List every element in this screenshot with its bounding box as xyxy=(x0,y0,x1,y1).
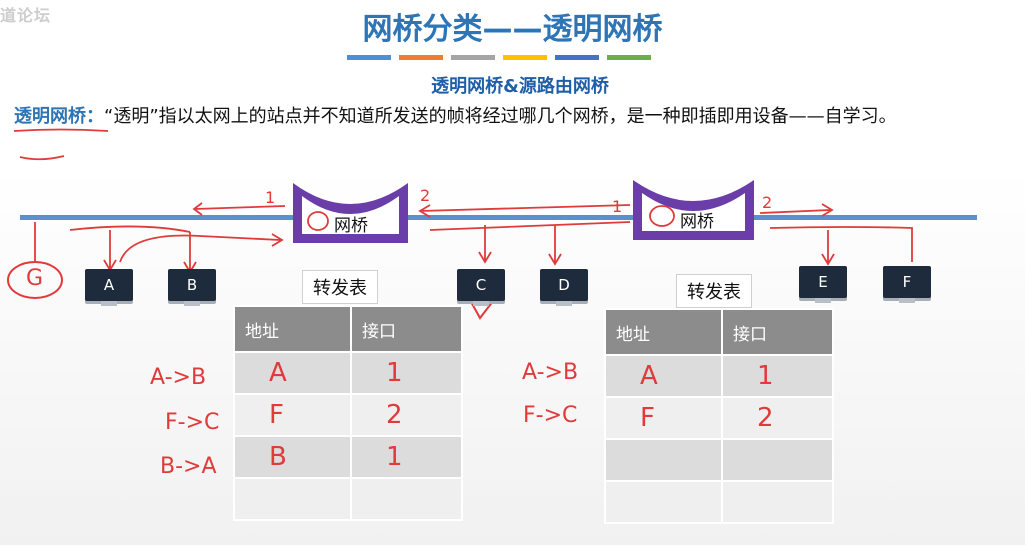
side-note: A->B xyxy=(150,365,207,390)
address-cell: B xyxy=(233,435,352,479)
arrow-mark xyxy=(69,225,191,233)
arrow-mark xyxy=(821,230,835,266)
address-cell: F xyxy=(604,396,723,440)
slide-background xyxy=(0,170,1025,545)
arrow-mark xyxy=(183,232,197,274)
arrow-mark xyxy=(418,204,631,218)
address-cell xyxy=(233,477,352,521)
bridge-2-inner xyxy=(642,193,745,231)
side-note: F->C xyxy=(165,410,220,435)
definition-term: 透明网桥： xyxy=(14,106,104,127)
host-f: F xyxy=(883,266,931,303)
port-cell: 1 xyxy=(350,351,463,395)
underline-mark xyxy=(13,128,109,132)
slide-title: 网桥分类——透明网桥 xyxy=(362,12,663,47)
port-circle xyxy=(307,211,329,231)
address-cell xyxy=(604,438,723,482)
port-cell: 1 xyxy=(350,435,463,479)
bridge-1-label: 网桥 xyxy=(334,216,368,236)
port-cell xyxy=(721,438,834,482)
column-header: 接口 xyxy=(350,305,463,353)
address-cell: A xyxy=(233,351,352,395)
watermark: 道论坛 xyxy=(0,6,52,25)
table-1-caption: 转发表 xyxy=(302,270,378,304)
port-cell: 1 xyxy=(721,354,834,398)
column-header: 地址 xyxy=(604,308,723,356)
side-note: B->A xyxy=(160,454,217,479)
side-note: F->C xyxy=(523,403,578,428)
definition-paragraph: 透明网桥：“透明”指以太网上的站点并不知道所发送的帧将经过哪几个网桥，是一种即插… xyxy=(14,104,1014,130)
side-note: A->B xyxy=(522,360,579,385)
address-cell: A xyxy=(604,354,723,398)
stripe xyxy=(399,55,443,60)
table-2-caption: 转发表 xyxy=(676,274,752,308)
color-stripes xyxy=(347,55,651,60)
arrow-mark xyxy=(119,233,284,263)
bridge-2-port2: 2 xyxy=(762,193,773,212)
arrow-mark xyxy=(103,230,117,272)
host-b: B xyxy=(168,269,216,306)
port-cell xyxy=(350,477,463,521)
arrow-mark xyxy=(478,225,492,264)
arrow-mark xyxy=(759,203,834,217)
host-a: A xyxy=(85,269,133,306)
bridge-2-port1: 1 xyxy=(612,197,623,216)
port-cell: 2 xyxy=(350,393,463,437)
host-d: D xyxy=(540,269,588,306)
port-cell: 2 xyxy=(721,396,834,440)
arrow-mark xyxy=(192,202,286,216)
stripe xyxy=(451,55,495,60)
address-cell xyxy=(604,480,723,524)
slide-subtitle: 透明网桥&源路由网桥 xyxy=(431,76,609,97)
ethernet-bus xyxy=(20,215,977,220)
bridge-1-port1: 1 xyxy=(265,188,276,207)
definition-text: “透明”指以太网上的站点并不知道所发送的帧将经过哪几个网桥，是一种即插即用设备—… xyxy=(104,106,897,127)
arrow-mark xyxy=(769,226,913,262)
underline-mark xyxy=(19,155,65,161)
arrow-mark xyxy=(429,221,631,231)
host-c: C xyxy=(457,269,505,306)
g-label: G xyxy=(26,266,44,291)
port-cell xyxy=(721,480,834,524)
arrow-mark xyxy=(548,225,562,266)
stripe xyxy=(503,55,547,60)
address-cell: F xyxy=(233,393,352,437)
port-circle xyxy=(649,205,675,227)
column-header: 接口 xyxy=(721,308,834,356)
host-e: E xyxy=(799,266,847,303)
column-header: 地址 xyxy=(233,305,352,353)
stripe xyxy=(555,55,599,60)
bridge-2-label: 网桥 xyxy=(680,212,714,232)
stripe xyxy=(347,55,391,60)
bridge-1-port2: 2 xyxy=(420,186,431,205)
stripe xyxy=(607,55,651,60)
